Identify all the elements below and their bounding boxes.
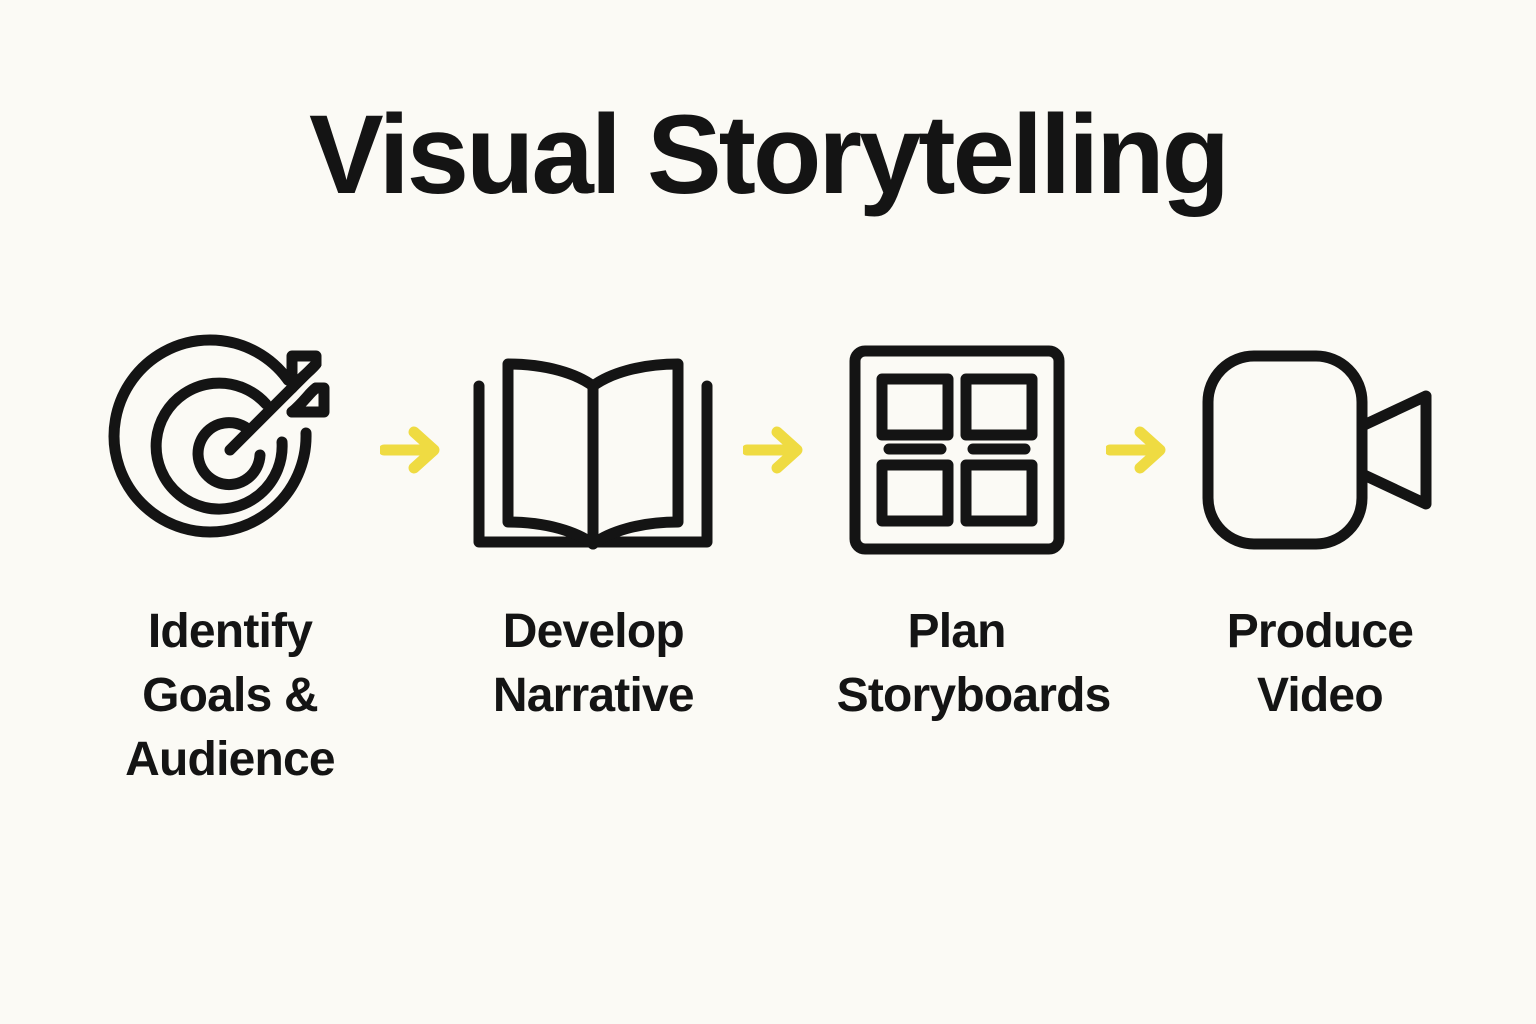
step-3-label-line-2: Storyboards: [836, 668, 1112, 722]
process-labels-row: Identify Goals & Audience Develop Narrat…: [110, 600, 1440, 791]
target-fletch-upper-curve: [286, 358, 322, 394]
step-2-label-line-2: Narrative: [492, 668, 695, 722]
connector-1-arrow-right-icon: [372, 415, 452, 485]
connector-2-arrow-right-icon: [735, 415, 815, 485]
step-4-icon-video-camera-icon: [1200, 330, 1440, 570]
arrow-right-icon: [742, 426, 803, 474]
target-inner-ring: [192, 417, 266, 491]
target-arrow-icon: [108, 334, 330, 538]
connector-3-arrow-right-icon: [1098, 415, 1178, 485]
step-1-icon-target-arrow-icon: [108, 330, 350, 570]
open-book-icon: [473, 358, 713, 550]
arrow-head: [408, 426, 440, 474]
process-flow-row: [108, 330, 1440, 570]
arrow-head: [771, 426, 803, 474]
storyboard-grid-icon: [849, 345, 1065, 555]
storyboard-panel-4: [960, 459, 1038, 527]
camera-body: [1202, 350, 1368, 550]
step-3-icon-storyboard-grid-icon: [837, 330, 1077, 570]
step-4-label: Produce Video: [1200, 600, 1440, 728]
step-1-label-line-1: Identify: [147, 605, 313, 658]
target-middle-ring: [150, 377, 288, 515]
step-2-label: Develop Narrative: [473, 600, 713, 728]
storyboard-frame: [849, 345, 1065, 555]
storyboard-panel-2: [960, 373, 1038, 441]
storyboard-panel-3: [876, 459, 954, 527]
arrow-right-icon: [1106, 426, 1166, 474]
target-fletch-right-curve: [286, 382, 322, 418]
step-3-label-line-1: Plan: [907, 605, 1007, 658]
arrow-right-icon: [379, 426, 440, 474]
step-3-label: Plan Storyboards: [836, 600, 1112, 728]
step-4-label-line-1: Produce: [1226, 605, 1414, 658]
step-1-label-line-2: Goals &: [142, 668, 319, 722]
camera-lens: [1356, 390, 1432, 510]
step-4-label-line-2: Video: [1257, 668, 1384, 722]
book-page-right: [587, 358, 684, 550]
step-1-label-line-3: Audience: [125, 732, 335, 786]
page-title: Visual Storytelling: [308, 92, 1230, 217]
video-camera-icon: [1202, 350, 1432, 550]
storyboard-panel-1: [876, 373, 954, 441]
book-page-left: [502, 358, 599, 550]
target-outer-ring: [108, 334, 312, 538]
step-2-icon-open-book-icon: [473, 330, 713, 570]
step-2-label-line-1: Develop: [502, 605, 685, 658]
arrow-head: [1134, 426, 1166, 474]
step-1-label: Identify Goals & Audience: [110, 600, 350, 791]
